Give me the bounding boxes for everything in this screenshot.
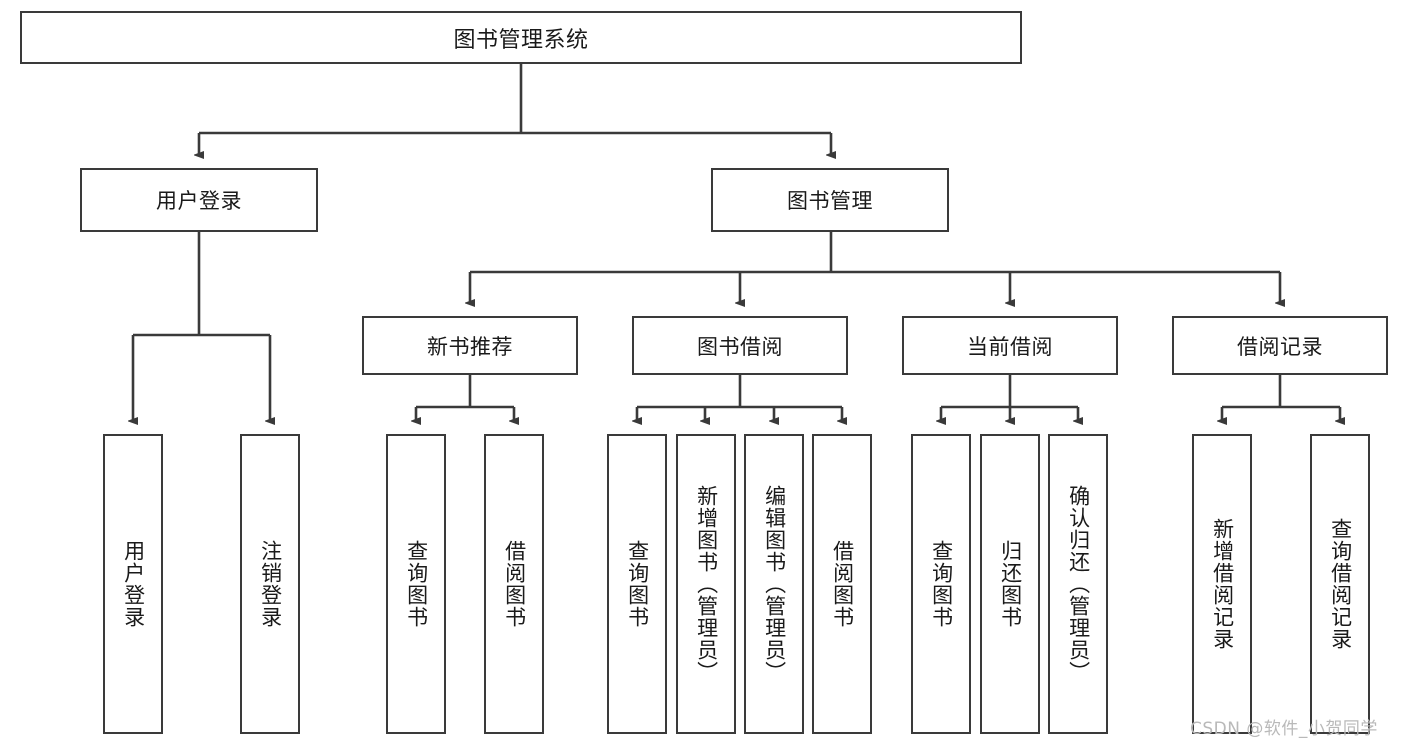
node-label: 确认归还（管理员） xyxy=(1066,485,1091,683)
watermark-text: CSDN @软件_小贺同学 xyxy=(1190,719,1378,739)
node-label: 当前借阅 xyxy=(967,334,1053,359)
node-label: 借阅图书 xyxy=(830,540,855,628)
node-leaf-add-borrow-record[interactable]: 新增借阅记录 xyxy=(1192,434,1252,734)
node-leaf-query-borrow-record[interactable]: 查询借阅记录 xyxy=(1310,434,1370,734)
node-leaf-borrow-book[interactable]: 借阅图书 xyxy=(812,434,872,734)
node-leaf-borrow-book-recommend[interactable]: 借阅图书 xyxy=(484,434,544,734)
node-leaf-return-book[interactable]: 归还图书 xyxy=(980,434,1040,734)
node-user-login[interactable]: 用户登录 xyxy=(80,168,318,232)
node-label: 编辑图书（管理员） xyxy=(762,485,787,683)
node-label: 新增图书（管理员） xyxy=(694,485,719,683)
node-label: 用户登录 xyxy=(121,540,146,628)
node-borrow-records[interactable]: 借阅记录 xyxy=(1172,316,1388,375)
node-label: 查询图书 xyxy=(404,540,429,628)
node-leaf-query-book-borrow[interactable]: 查询图书 xyxy=(607,434,667,734)
node-label: 借阅图书 xyxy=(502,540,527,628)
node-label: 新书推荐 xyxy=(427,334,513,359)
node-book-borrow[interactable]: 图书借阅 xyxy=(632,316,848,375)
node-label: 查询借阅记录 xyxy=(1328,518,1353,650)
node-root-book-management-system[interactable]: 图书管理系统 xyxy=(20,11,1022,64)
node-label: 图书借阅 xyxy=(697,334,783,359)
node-label: 图书管理系统 xyxy=(453,27,589,53)
node-label: 新增借阅记录 xyxy=(1210,518,1235,650)
node-leaf-user-login[interactable]: 用户登录 xyxy=(103,434,163,734)
node-label: 图书管理 xyxy=(787,189,873,213)
node-new-book-recommend[interactable]: 新书推荐 xyxy=(362,316,578,375)
node-label: 用户登录 xyxy=(156,189,242,213)
node-book-management[interactable]: 图书管理 xyxy=(711,168,949,232)
node-label: 查询图书 xyxy=(929,540,954,628)
node-label: 查询图书 xyxy=(625,540,650,628)
node-leaf-confirm-return-admin[interactable]: 确认归还（管理员） xyxy=(1048,434,1108,734)
node-label: 归还图书 xyxy=(998,540,1023,628)
node-leaf-add-book-admin[interactable]: 新增图书（管理员） xyxy=(676,434,736,734)
node-leaf-edit-book-admin[interactable]: 编辑图书（管理员） xyxy=(744,434,804,734)
node-label: 注销登录 xyxy=(258,540,283,628)
node-label: 借阅记录 xyxy=(1237,334,1323,359)
node-leaf-logout[interactable]: 注销登录 xyxy=(240,434,300,734)
node-leaf-query-book-current[interactable]: 查询图书 xyxy=(911,434,971,734)
node-current-borrow[interactable]: 当前借阅 xyxy=(902,316,1118,375)
node-leaf-query-book-recommend[interactable]: 查询图书 xyxy=(386,434,446,734)
